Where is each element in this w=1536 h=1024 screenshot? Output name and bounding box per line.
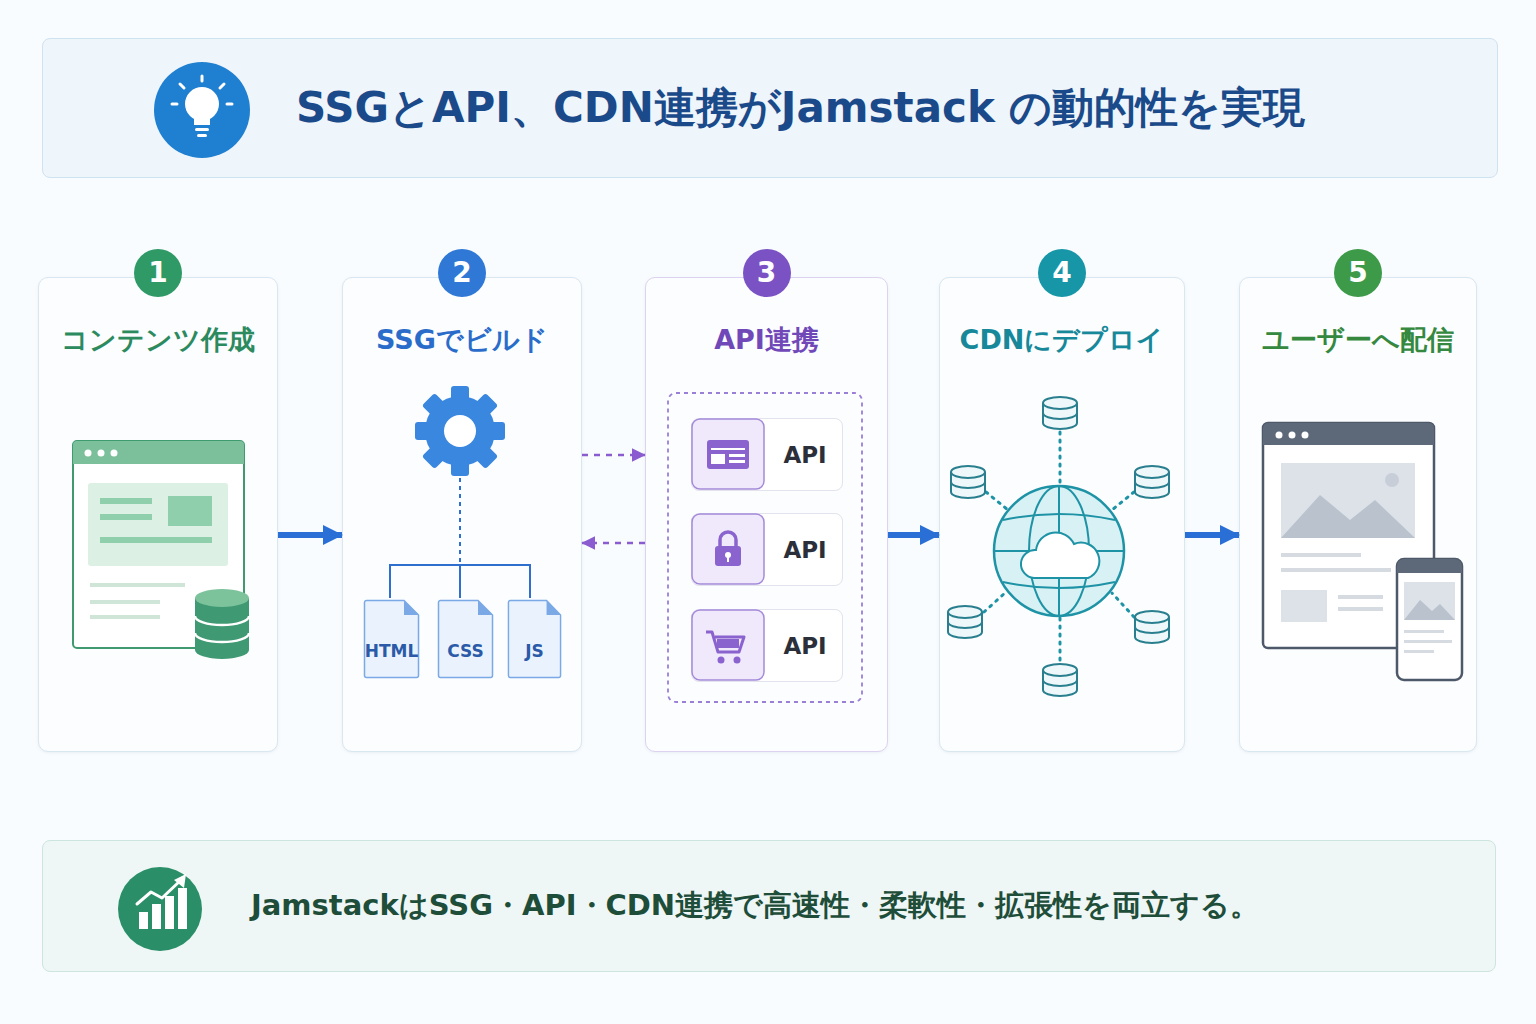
bulb-icon [154,62,250,158]
flow-arrow [278,532,342,538]
title-text: SSGとAPI、CDN連携がJamstack の動的性を実現 [296,39,1305,176]
step-number: 5 [1334,249,1382,297]
file-label: CSS [437,641,494,661]
step-card: 5ユーザーへ配信 [1239,277,1477,752]
step-heading: API連携 [646,322,887,358]
api-label: API [768,514,842,585]
step-heading: SSGでビルド [343,322,581,358]
file-shape [363,599,420,679]
file-icon: CSS [437,599,494,679]
file-fold [547,601,561,616]
growth-icon [118,867,202,951]
file-fold [478,601,493,616]
caption-band: JamstackはSSG・API・CDN連携で高速性・柔軟性・拡張性を両立する。 [42,840,1496,972]
step-card: 1コンテンツ作成 [38,277,278,752]
step-heading: コンテンツ作成 [39,322,277,358]
file-icon: JS [507,599,562,679]
file-shape [437,599,494,679]
step-number: 4 [1038,249,1086,297]
step-number: 1 [134,249,182,297]
api-box: API [691,609,843,682]
step-heading: ユーザーへ配信 [1240,322,1476,358]
step-number: 3 [743,249,791,297]
api-label: API [768,610,842,681]
file-label: JS [507,641,562,661]
file-fold [404,601,419,616]
file-label: HTML [363,641,420,661]
file-shape [507,599,562,679]
api-box: API [691,418,843,491]
api-illustration [668,393,862,702]
flow-arrow [1185,532,1239,538]
file-outline [508,601,560,678]
step-card: 3API連携APIAPIAPI [645,277,888,752]
step-card: 4CDNにデプロイ [939,277,1185,752]
step-card: 2SSGでビルドHTMLCSSJS [342,277,582,752]
api-box: API [691,513,843,586]
file-icon: HTML [363,599,420,679]
dashed-arrow [582,542,645,545]
title-band: SSGとAPI、CDN連携がJamstack の動的性を実現 [42,38,1498,178]
flow-arrow [888,532,939,538]
file-outline [439,601,493,678]
step-heading: CDNにデプロイ [940,322,1184,358]
api-label: API [768,419,842,490]
step-number: 2 [438,249,486,297]
file-outline [365,601,419,678]
dashed-arrow [582,454,645,457]
caption-text: JamstackはSSG・API・CDN連携で高速性・柔軟性・拡張性を両立する。 [251,841,1259,970]
